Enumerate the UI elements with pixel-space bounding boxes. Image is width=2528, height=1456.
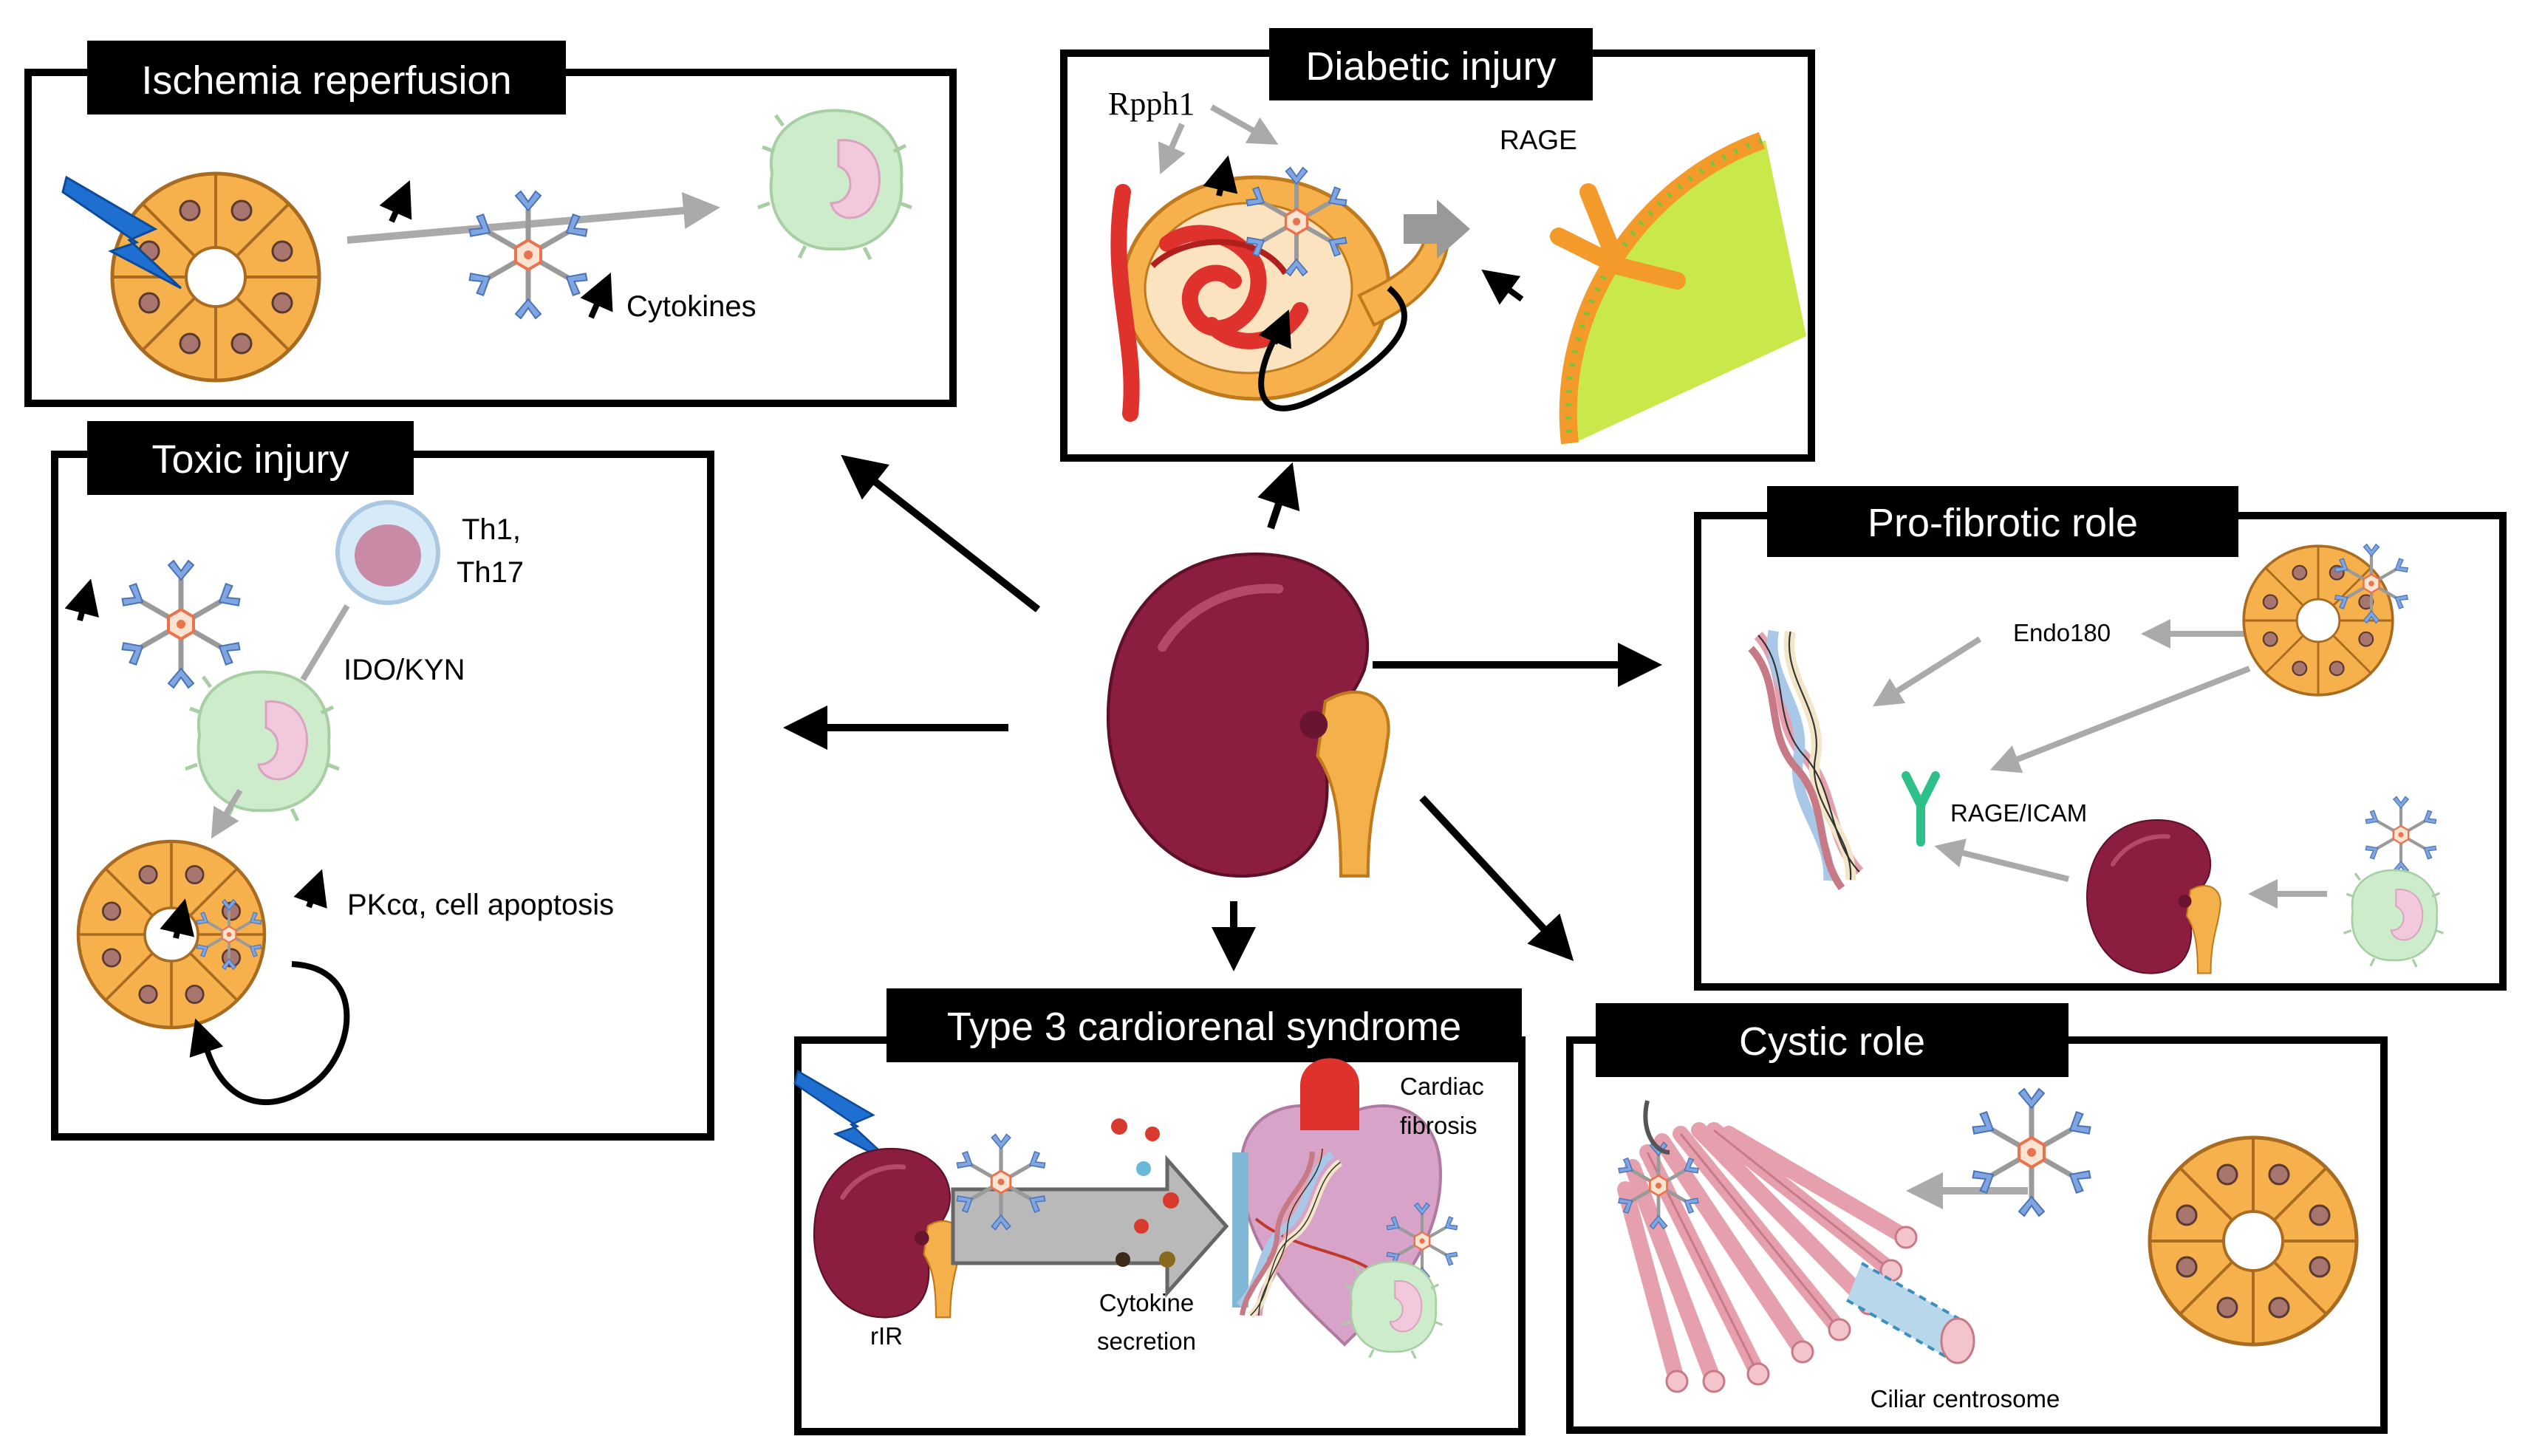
label-rpph1: Rpph1	[1108, 86, 1195, 122]
panel-title-bg	[1596, 1003, 2068, 1077]
panel-title-bg	[1269, 28, 1593, 100]
label-th1: Th1,	[462, 513, 521, 546]
arrow-icon	[1481, 269, 1524, 305]
up-arrow-icon	[64, 578, 99, 622]
label-cytokine: Cytokine	[1099, 1289, 1194, 1316]
arrow-to-diabetic	[1257, 462, 1300, 530]
feedback-loop-arrow	[200, 961, 350, 1106]
grey-arrow	[211, 788, 243, 839]
panel-toxic-injury: Toxic injury Th1, Th17 IDO/KYN PKcα, cel…	[51, 421, 714, 1141]
label-rir: rIR	[870, 1322, 903, 1350]
panel-profibrotic-role: Pro-fibrotic role Endo180 RAGE/ICAM	[1694, 486, 2507, 991]
tubule-cell-ring	[2150, 1138, 2357, 1344]
panel-title: Toxic injury	[151, 437, 349, 482]
label-th17: Th17	[457, 556, 524, 589]
grey-arrow	[1210, 104, 1279, 145]
label-secretion: secretion	[1097, 1327, 1196, 1355]
cilium-icon	[1643, 1100, 1670, 1155]
label-cytokines: Cytokines	[626, 290, 756, 323]
up-arrow-icon	[160, 898, 195, 939]
up-arrow-icon	[580, 273, 613, 319]
panel-title: Pro-fibrotic role	[1868, 501, 2138, 545]
arrow-to-ischemia	[841, 454, 1041, 612]
rage-icam-receptor-icon	[1902, 771, 1940, 847]
cytokine-particles	[1111, 1118, 1179, 1268]
grey-block-arrow	[1404, 199, 1470, 259]
panel-title: Cystic role	[1739, 1019, 1925, 1064]
grey-arrow	[1934, 838, 2069, 882]
panel-title: Type 3 cardiorenal syndrome	[947, 1005, 1461, 1049]
label-pkc-apoptosis: PKcα, cell apoptosis	[347, 889, 614, 921]
tubule-cell-ring	[112, 174, 319, 380]
grey-line	[300, 604, 350, 682]
label-rage-icam: RAGE/ICAM	[1950, 799, 2087, 827]
feedback-loop-arrow	[1258, 285, 1407, 411]
grey-arrow	[1872, 636, 1982, 707]
label-rage: RAGE	[1500, 125, 1577, 155]
microtubule-bundle	[1617, 1122, 1918, 1393]
grey-arrow	[1989, 666, 2251, 773]
panel-title-bg	[1767, 486, 2238, 557]
up-arrow-icon	[379, 180, 412, 223]
panel-title-bg	[87, 41, 566, 115]
panel-cardiorenal-syndrome: Type 3 cardiorenal syndrome rIR Cytokine…	[793, 988, 1526, 1435]
kidney-icon	[814, 1149, 961, 1317]
arrow-to-cystic	[1419, 795, 1574, 961]
panel-title-bg	[87, 421, 414, 495]
kidney-icon	[1108, 554, 1389, 876]
panel-diabetic-injury: Diabetic injury Rpph1 RAGE	[1060, 28, 1815, 462]
panel-title: Ischemia reperfusion	[141, 58, 511, 103]
panel-cystic-role: Cystic role Ciliar centrosome	[1566, 1003, 2388, 1434]
panel-ischemia-reperfusion: Ischemia reperfusion Cytokines	[24, 41, 957, 407]
label-fibrosis: fibrosis	[1400, 1112, 1477, 1139]
label-cardiac: Cardiac	[1400, 1073, 1484, 1100]
centriole-cylinder	[1846, 1262, 1975, 1364]
cell-cytoplasm	[1571, 140, 1806, 443]
grey-arrow	[1158, 123, 1186, 174]
rage-receptor-icon	[1550, 183, 1686, 290]
panel-title-bg	[886, 988, 1522, 1062]
kidney-icon	[2087, 820, 2221, 974]
central-kidney-group	[783, 454, 1662, 971]
label-ido-kyn: IDO/KYN	[344, 654, 465, 686]
label-endo180: Endo180	[2013, 619, 2111, 646]
up-arrow-icon	[1203, 155, 1238, 196]
panel-title: Diabetic injury	[1305, 44, 1556, 89]
label-ciliar-centrosome: Ciliar centrosome	[1871, 1385, 2060, 1412]
up-arrow-icon	[293, 869, 327, 909]
